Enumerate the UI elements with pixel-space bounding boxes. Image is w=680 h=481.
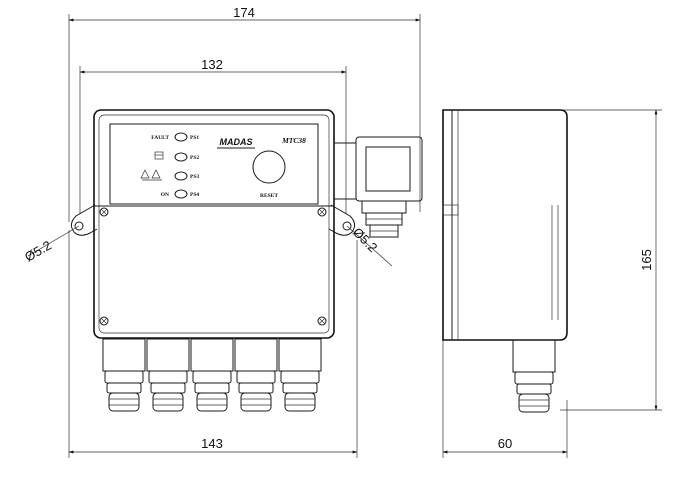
model-text: MTC38	[281, 136, 306, 145]
led-indicator	[174, 152, 188, 162]
battery-icon	[154, 151, 164, 160]
mounting-ear-right	[328, 204, 356, 236]
side-mount-slot	[442, 204, 459, 216]
reset-button[interactable]	[252, 150, 286, 184]
dim-label-height: 165	[639, 249, 654, 271]
led-label-on: ON	[161, 192, 169, 198]
led-code: PS4	[190, 192, 199, 198]
screw-top-left	[99, 207, 109, 217]
led-code: PS3	[190, 174, 199, 180]
screw-bottom-left	[99, 316, 109, 326]
enclosure-inner-outline	[98, 114, 330, 334]
sensor-icon	[140, 169, 162, 181]
led-code: PS2	[190, 155, 199, 161]
dimension-base-width: 143	[68, 230, 358, 458]
side-view	[442, 109, 568, 413]
side-cable-gland	[512, 339, 556, 413]
side-connector	[333, 136, 423, 238]
cable-gland-3	[190, 338, 234, 412]
dim-label-depth: 60	[498, 436, 512, 451]
led-fault: FAULT PS1	[151, 132, 199, 142]
cable-gland-5	[278, 338, 322, 412]
led-indicator	[174, 132, 188, 142]
led-indicator	[174, 189, 188, 199]
led-sensor: PS3	[140, 169, 199, 181]
dimension-height: 165	[560, 109, 662, 411]
led-indicator	[174, 171, 188, 181]
cable-gland-1	[102, 338, 146, 412]
brand-logo-text: MADAS	[220, 137, 253, 147]
cable-gland-2	[146, 338, 190, 412]
dimension-overall-width: 174	[68, 5, 421, 222]
dim-label-overall-width: 174	[233, 5, 255, 20]
led-label-fault: FAULT	[151, 135, 169, 141]
dim-label-base-width: 143	[201, 436, 223, 451]
enclosure-outline	[93, 109, 335, 339]
dim-label-body-width: 132	[201, 57, 223, 72]
cable-gland-4	[234, 338, 278, 412]
led-power-supply: PS2	[154, 151, 199, 162]
led-on: ON PS4	[161, 189, 199, 199]
dim-label-hole-left: Ø5.2	[22, 238, 54, 265]
screw-top-right	[317, 207, 327, 217]
hole-dimension-left: Ø5.2	[22, 225, 80, 265]
screw-bottom-right	[317, 316, 327, 326]
reset-label: RESET	[260, 193, 278, 199]
side-enclosure-outline	[442, 109, 568, 341]
dimension-body-width: 132	[79, 57, 347, 214]
front-panel	[109, 123, 319, 205]
dim-label-hole-right: Ø5.2	[350, 225, 381, 256]
front-view: Ø5.2 Ø5.2 FAULT PS1 PS2	[22, 109, 423, 412]
mounting-ear-left	[70, 204, 98, 236]
led-code: PS1	[190, 135, 199, 141]
